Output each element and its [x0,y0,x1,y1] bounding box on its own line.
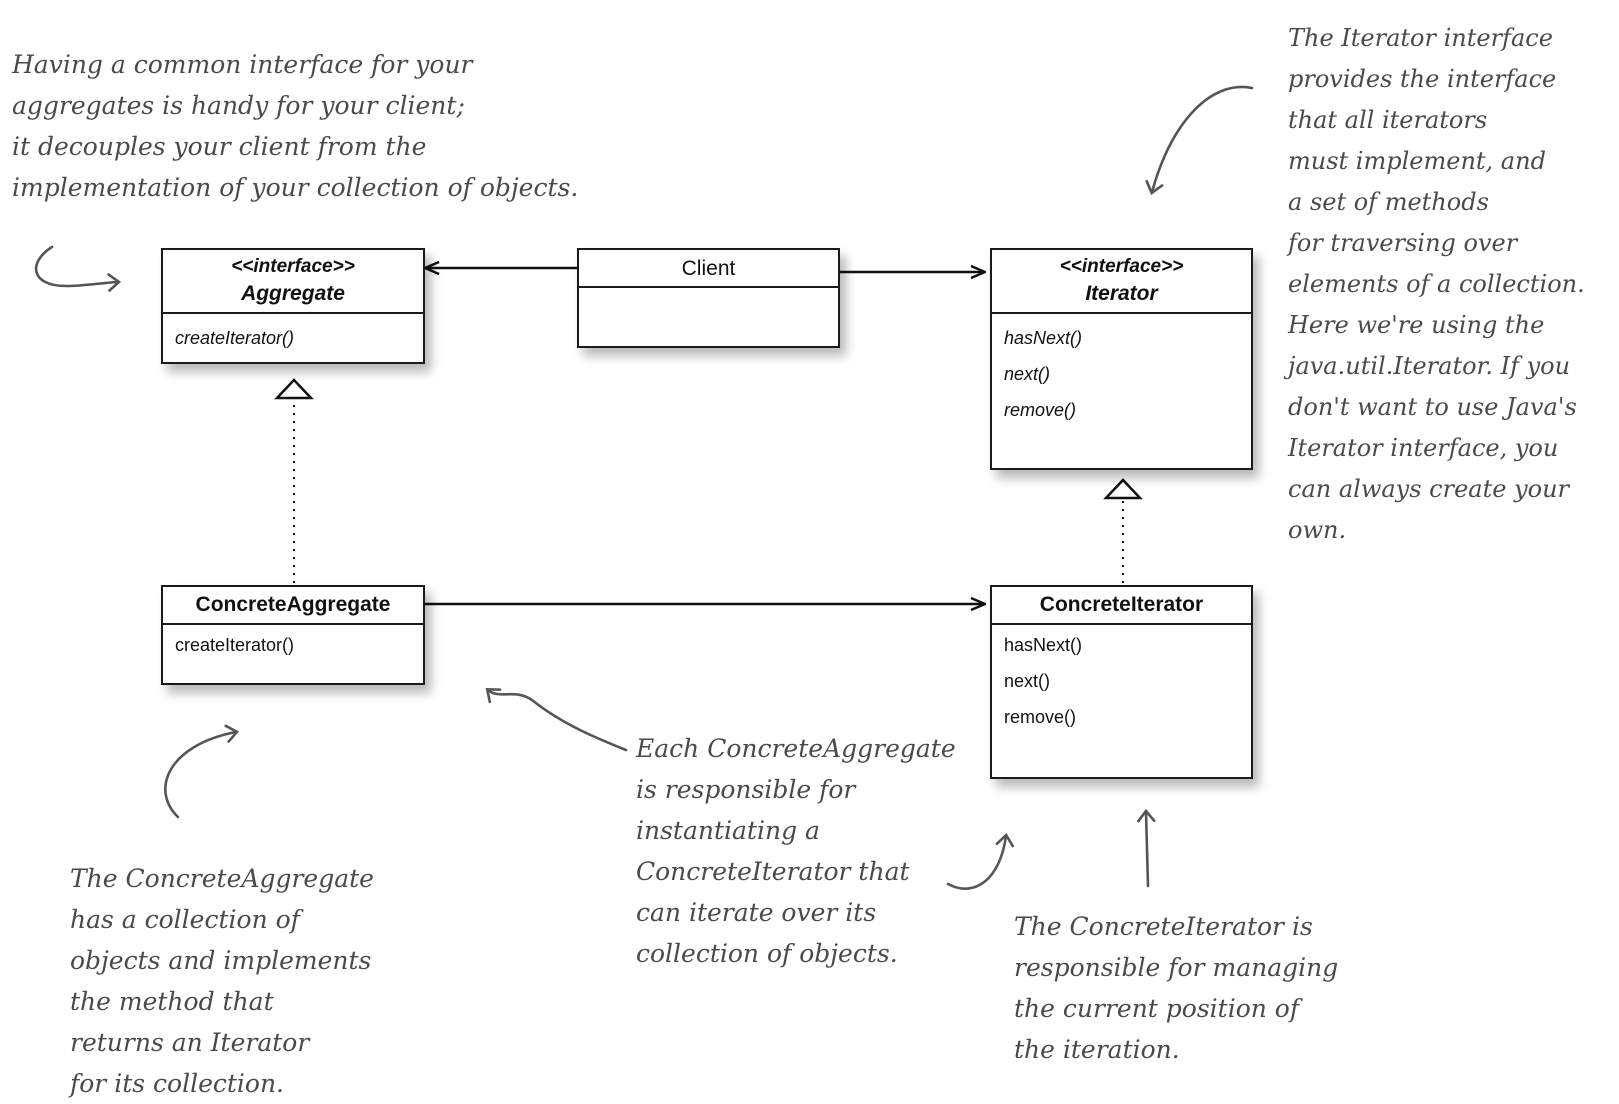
note-line: instantiating a [636,816,820,845]
note-line: the iteration. [1014,1035,1180,1064]
aggregate-name: Aggregate [241,282,345,305]
note-line: own. [1288,516,1347,544]
note-line: it decouples your client from the [12,132,427,161]
note-line: is responsible for [636,775,856,804]
concrete-aggregate-operations: createIterator() [163,625,423,669]
note-line: for its collection. [70,1069,285,1098]
concrete-iterator-op-has-next: hasNext() [1004,635,1083,655]
iterator-header: <<interface>> Iterator [992,250,1251,314]
aggregate-operations: createIterator() [163,314,423,362]
note-line: can iterate over its [636,898,877,927]
note-line: provides the interface [1288,65,1557,93]
annotation-arrow-to-iterator [1145,85,1254,195]
note-line: a set of methods [1288,188,1489,216]
aggregate-stereotype: <<interface>> [231,256,355,277]
note-line: Each ConcreteAggregate [636,734,956,763]
iterator-name: Iterator [1085,282,1158,305]
annotation-arrow-to-aggregate [34,245,122,292]
aggregate-op-create-iterator: createIterator() [175,328,295,348]
note-line: objects and implements [70,946,372,975]
iterator-realization-triangle [1103,478,1143,500]
note-line: for traversing over [1288,229,1518,257]
note-line: aggregates is handy for your client; [12,91,465,120]
note-line: don't want to use Java's [1288,393,1577,421]
iterator-op-has-next: hasNext() [1004,328,1083,348]
client-class-box: Client [577,248,840,348]
aggregate-annotation: Having a common interface for your aggre… [12,44,578,208]
note-line: that all iterators [1288,106,1488,134]
concrete-iterator-op-remove: remove() [1004,707,1077,727]
note-line: Iterator interface, you [1288,434,1559,462]
note-line: The Iterator interface [1288,24,1553,52]
note-line: collection of objects. [636,939,898,968]
annotation-arrow-up-to-concrete-iterator [1136,808,1156,888]
note-line: must implement, and [1288,147,1546,175]
aggregate-header: <<interface>> Aggregate [163,250,423,314]
annotation-arrow-to-concrete-aggregate [164,724,240,819]
concrete-aggregate-op-create-iterator: createIterator() [175,635,295,655]
concrete-iterator-operations: hasNext() next() remove() [992,625,1251,741]
note-line: elements of a collection. [1288,270,1585,298]
concrete-aggregate-name: ConcreteAggregate [195,593,391,616]
annotation-arrow-to-concrete-iterator [946,832,1015,890]
concrete-iterator-class-box: ConcreteIterator hasNext() next() remove… [990,585,1253,779]
annotation-arrow-from-each-note [485,688,628,752]
concrete-aggregate-annotation: The ConcreteAggregate has a collection o… [70,858,374,1104]
concrete-iterator-name: ConcreteIterator [1039,593,1204,616]
note-line: has a collection of [70,905,300,934]
client-name: Client [681,257,736,280]
iterator-annotation: The Iterator interface provides the inte… [1288,18,1585,551]
note-line: The ConcreteAggregate [70,864,374,893]
aggregate-realization-triangle [274,378,314,400]
note-line: Having a common interface for your [12,50,473,79]
note-line: returns an Iterator [70,1028,310,1057]
iterator-op-next: next() [1004,364,1051,384]
note-line: ConcreteIterator that [636,857,910,886]
aggregate-class-box: <<interface>> Aggregate createIterator() [161,248,425,364]
note-line: implementation of your collection of obj… [12,173,579,202]
concrete-aggregate-header: ConcreteAggregate [163,587,423,625]
note-line: responsible for managing [1014,953,1339,982]
note-line: the current position of [1014,994,1300,1023]
note-line: The ConcreteIterator is [1014,912,1313,941]
iterator-op-remove: remove() [1004,400,1077,420]
each-concrete-aggregate-annotation: Each ConcreteAggregate is responsible fo… [636,728,956,974]
note-line: java.util.Iterator. If you [1288,352,1571,380]
iterator-stereotype: <<interface>> [1059,256,1184,277]
iterator-class-box: <<interface>> Iterator hasNext() next() … [990,248,1253,470]
note-line: can always create your [1288,475,1570,503]
iterator-operations: hasNext() next() remove() [992,314,1251,434]
client-header: Client [579,250,838,288]
concrete-iterator-annotation: The ConcreteIterator is responsible for … [1014,906,1338,1070]
note-line: the method that [70,987,274,1016]
concrete-aggregate-class-box: ConcreteAggregate createIterator() [161,585,425,685]
note-line: Here we're using the [1288,311,1545,339]
concrete-iterator-header: ConcreteIterator [992,587,1251,625]
concrete-iterator-op-next: next() [1004,671,1051,691]
